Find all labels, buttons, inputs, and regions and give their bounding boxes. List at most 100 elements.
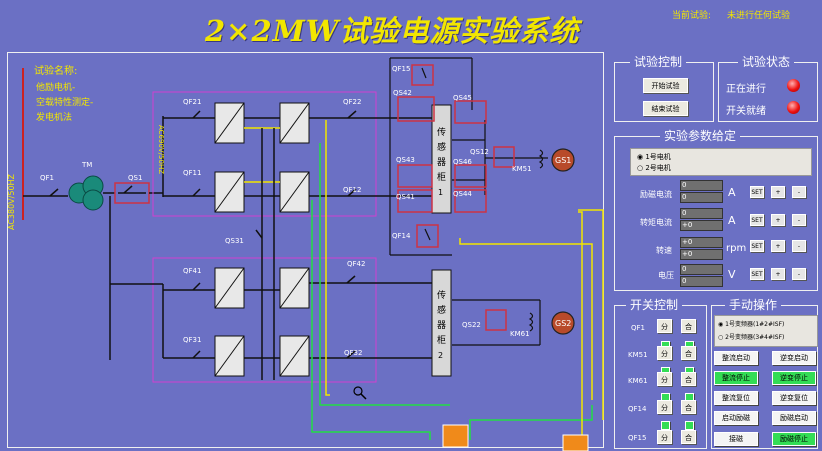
qf21-label: QF21 xyxy=(183,98,201,106)
voltage-minus-button[interactable]: - xyxy=(792,268,806,280)
end-test-button[interactable]: 结束试验 xyxy=(643,101,688,116)
cabinet1-ch: 器 xyxy=(437,157,446,168)
qf12-label: QF12 xyxy=(343,186,361,194)
start-excitation-button[interactable]: 启动励磁 xyxy=(714,411,758,425)
excitation-minus-button[interactable]: - xyxy=(792,186,806,198)
qf11-label: QF11 xyxy=(183,169,201,177)
qf15-on-button[interactable]: 合 xyxy=(681,430,696,444)
running-led xyxy=(787,79,800,92)
qs12-label: QS12 xyxy=(470,148,489,156)
qf1-on-button[interactable]: 合 xyxy=(681,319,696,333)
qs46-label: QS46 xyxy=(453,158,472,166)
excitation-value-1[interactable]: 0 xyxy=(680,180,723,191)
qf14-on-button[interactable]: 合 xyxy=(681,400,696,414)
switch-ready-label: 开关就绪 xyxy=(726,106,766,117)
torque-label: 转矩电流 xyxy=(640,218,672,227)
motor-select-box: ◉ 1号电机 ○ 2号电机 xyxy=(630,148,812,176)
voltage-set-button[interactable]: SET xyxy=(750,268,764,280)
qf14-off-button[interactable]: 分 xyxy=(657,400,672,414)
test-name-line: 发电机法 xyxy=(36,113,73,123)
inverter-reset-button[interactable]: 逆变复位 xyxy=(772,391,816,405)
voltage-value-1[interactable]: 0 xyxy=(680,264,723,275)
rectifier-reset-button[interactable]: 整流复位 xyxy=(714,391,758,405)
speed-unit: rpm xyxy=(726,243,747,254)
qf1-label: QF1 xyxy=(40,174,54,182)
motor2-label: 2号电机 xyxy=(645,164,671,172)
km51-off-button[interactable]: 分 xyxy=(657,346,672,360)
torque-value-1[interactable]: 0 xyxy=(680,208,723,219)
qs44-label: QS44 xyxy=(453,190,472,198)
km61-off-button[interactable]: 分 xyxy=(657,372,672,386)
voltage-value-2: 0 xyxy=(680,276,723,287)
rectifier-stop-button[interactable]: 整流停止 xyxy=(714,371,758,385)
inverter-start-button[interactable]: 逆变启动 xyxy=(772,351,816,365)
cabinet1-ch: 柜 xyxy=(437,171,446,183)
bus-label: AC690V/50HZ xyxy=(157,125,165,174)
excitation-stop-button[interactable]: 励磁停止 xyxy=(772,432,816,446)
inverter1-label: 1号变频器(1#2#ISF) xyxy=(725,321,785,328)
inverter2-radio[interactable]: ○ 2号变频器(3#4#ISF) xyxy=(718,332,784,341)
current-test-value: 未进行任何试验 xyxy=(727,11,791,21)
qs45-label: QS45 xyxy=(453,94,472,102)
speed-value-1[interactable]: +0 xyxy=(680,237,723,248)
excitation-plus-button[interactable]: + xyxy=(771,186,785,198)
params-title: 实验参数给定 xyxy=(660,129,741,143)
excitation-set-button[interactable]: SET xyxy=(750,186,764,198)
qf14-label: QF14 xyxy=(392,232,411,240)
cabinet2-ch: 传 xyxy=(437,289,446,301)
running-label: 正在进行 xyxy=(726,84,766,95)
switch-row-name: QF14 xyxy=(628,405,647,413)
test-name-label: 试验名称: xyxy=(34,66,78,77)
test-control-title: 试验控制 xyxy=(630,55,687,69)
cabinet2-ch: 感 xyxy=(437,304,446,316)
speed-minus-button[interactable]: - xyxy=(792,240,806,252)
cabinet2-ch: 柜 xyxy=(437,334,446,346)
motor2-radio[interactable]: ○ 2号电机 xyxy=(637,163,671,173)
inverter-select-box: ◉ 1号变频器(1#2#ISF) ○ 2号变频器(3#4#ISF) xyxy=(714,315,818,347)
qf32-label: QF32 xyxy=(344,349,362,357)
switch-row-name: KM61 xyxy=(628,377,648,385)
qs22-label: QS22 xyxy=(462,321,481,329)
test-name-line: 空载特性测定- xyxy=(36,98,94,108)
test-name-line: 他励电机- xyxy=(36,83,76,93)
qs42-label: QS42 xyxy=(393,89,412,97)
switch-row-name: KM51 xyxy=(628,351,648,359)
manual-title: 手动操作 xyxy=(725,298,782,312)
cabinet1-ch: 传 xyxy=(437,126,446,138)
motor1-radio[interactable]: ◉ 1号电机 xyxy=(637,152,671,162)
single-line-diagram: AC380V/50HZ QF1 TM QS1 AC690V/50HZ QF21 … xyxy=(7,57,604,451)
voltage-plus-button[interactable]: + xyxy=(771,268,785,280)
speed-value-2: +0 xyxy=(680,249,723,260)
switch-ready-led xyxy=(787,101,800,114)
gs2-label: GS2 xyxy=(555,319,571,328)
voltage-unit: V xyxy=(728,268,736,281)
qf14-off-indicator xyxy=(661,421,670,430)
inverter1-radio[interactable]: ◉ 1号变频器(1#2#ISF) xyxy=(718,319,784,328)
radio-empty-icon: ○ xyxy=(637,164,644,172)
page-title: 2×2MW试验电源实验系统 xyxy=(205,14,580,48)
speed-label: 转速 xyxy=(656,246,672,255)
start-test-button[interactable]: 开始试验 xyxy=(643,78,688,93)
qf15-label: QF15 xyxy=(392,65,410,73)
inverter-stop-button[interactable]: 逆变停止 xyxy=(772,371,816,385)
km61-on-button[interactable]: 合 xyxy=(681,372,696,386)
speed-plus-button[interactable]: + xyxy=(771,240,785,252)
excitation-label: 励磁电流 xyxy=(640,190,672,199)
qf1-off-button[interactable]: 分 xyxy=(657,319,672,333)
excitation-start-button[interactable]: 励磁启动 xyxy=(772,411,816,425)
demagnetize-button[interactable]: 接磁 xyxy=(714,432,758,446)
qf15-off-button[interactable]: 分 xyxy=(657,430,672,444)
speed-set-button[interactable]: SET xyxy=(750,240,764,252)
voltage-label: 电压 xyxy=(658,271,674,280)
rectifier-start-button[interactable]: 整流启动 xyxy=(714,351,758,365)
torque-minus-button[interactable]: - xyxy=(792,214,806,226)
switch-row-name: QF15 xyxy=(628,434,647,442)
cabinet1-ch: 1 xyxy=(438,188,443,197)
km51-on-button[interactable]: 合 xyxy=(681,346,696,360)
gs1-label: GS1 xyxy=(555,156,571,165)
torque-plus-button[interactable]: + xyxy=(771,214,785,226)
qf41-label: QF41 xyxy=(183,267,201,275)
motor1-label: 1号电机 xyxy=(645,153,671,161)
torque-unit: A xyxy=(728,214,736,227)
torque-set-button[interactable]: SET xyxy=(750,214,764,226)
